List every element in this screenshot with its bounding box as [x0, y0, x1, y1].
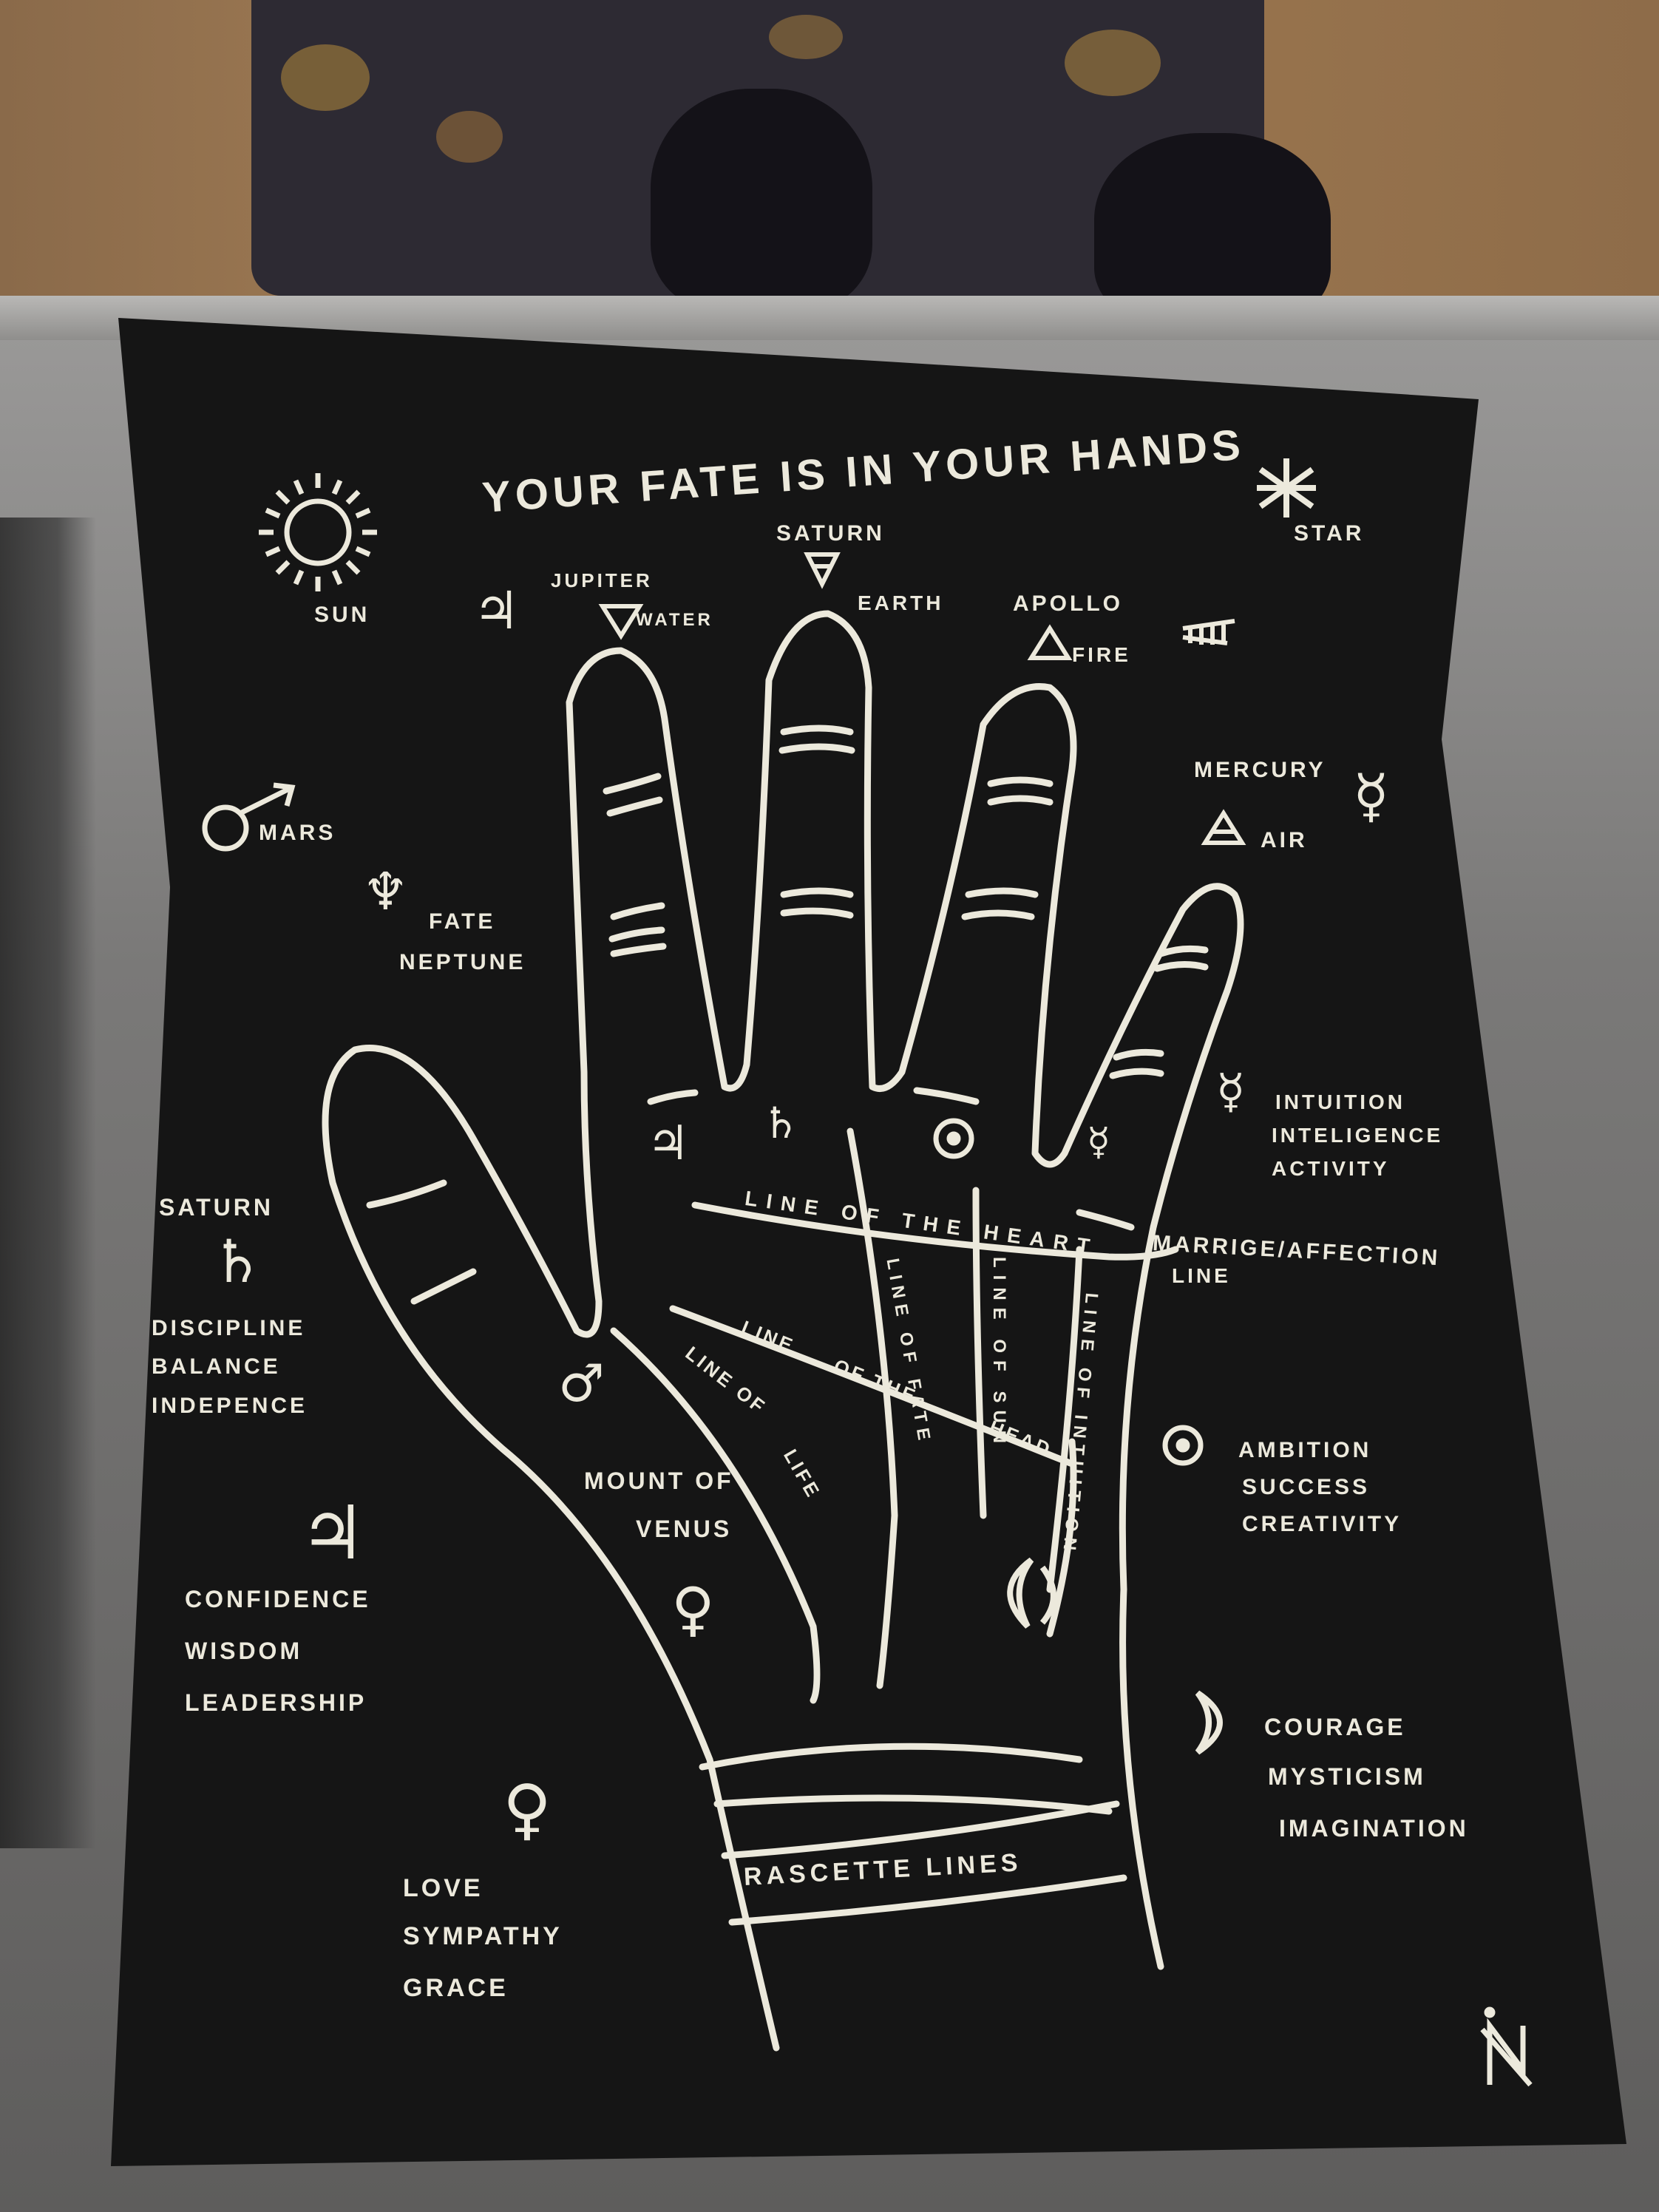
venus-meaning-1: Love — [403, 1874, 484, 1902]
venus-meaning-3: Grace — [403, 1974, 509, 2002]
artist-signature-icon — [1480, 2006, 1533, 2087]
jupiter-meaning-1: Confidence — [185, 1586, 371, 1612]
jupiter-icon: ♃ — [473, 580, 520, 641]
moon-icon — [1195, 1690, 1223, 1755]
saturn-meaning-3: Indepence — [152, 1394, 308, 1418]
fire-triangle-icon — [1027, 624, 1073, 660]
mercury-meaning-2: Inteligence — [1272, 1124, 1444, 1147]
venus-icon: ♀ — [503, 1771, 552, 1848]
jupiter-meaning-2: Wisdom — [185, 1638, 303, 1664]
sun-meaning-3: Creativity — [1242, 1512, 1402, 1536]
star-label: Star — [1294, 521, 1365, 546]
jupiter-label: Jupiter — [551, 569, 653, 591]
air-label: Air — [1261, 828, 1308, 852]
earth-triangle-icon — [804, 552, 841, 589]
sun-icon — [259, 473, 377, 591]
mars-icon: ♂ — [558, 1353, 605, 1414]
water-label: Water — [636, 610, 713, 630]
mercury-icon: ☿ — [1216, 1065, 1246, 1119]
rascette-line-top — [713, 1794, 1113, 1815]
dark-smudge — [0, 518, 96, 1848]
mars-icon — [202, 782, 296, 852]
finger-crease — [1109, 945, 1209, 1079]
saturn-title: Saturn — [159, 1194, 274, 1221]
finger-crease — [778, 725, 855, 919]
jupiter-meaning-3: Leadership — [185, 1689, 367, 1716]
thumb-crease — [366, 1179, 477, 1305]
jupiter-icon: ♃ — [299, 1490, 366, 1576]
saturn-meaning-2: Balance — [152, 1354, 281, 1379]
mount-venus-label-1: Mount of — [584, 1468, 734, 1494]
neptune-label: Neptune — [399, 950, 526, 974]
life-line — [610, 1327, 821, 1704]
intuition-line — [1046, 1246, 1083, 1593]
fire-label: Fire — [1072, 643, 1131, 666]
sun-dot-circle-icon — [933, 1118, 974, 1159]
left-slipper — [651, 89, 872, 311]
mercury-meaning-1: Intuition — [1275, 1090, 1405, 1113]
venus-meaning-2: Sympathy — [403, 1922, 563, 1950]
sun-label: Sun — [314, 603, 370, 627]
comb-glyph-icon — [1182, 619, 1235, 645]
sun-line — [972, 1187, 987, 1519]
mercury-line — [1046, 1438, 1077, 1638]
mount-venus-label-2: Venus — [636, 1516, 733, 1542]
heart-line — [691, 1201, 1179, 1261]
bracelet-line — [699, 1743, 1083, 1771]
saturn-icon: ♄ — [761, 1098, 800, 1148]
sun-dot-circle-icon — [1162, 1425, 1204, 1466]
moon-icon — [1007, 1557, 1056, 1629]
moon-meaning-3: Imagination — [1279, 1815, 1469, 1842]
finger-crease — [961, 776, 1054, 920]
apollo-label: Apollo — [1013, 591, 1123, 616]
rascette-line-2 — [728, 1874, 1127, 1926]
mercury-icon: ☿ — [1087, 1120, 1110, 1164]
mars-label: Mars — [259, 821, 336, 845]
sun-meaning-2: Success — [1242, 1475, 1371, 1499]
air-triangle-icon — [1201, 809, 1246, 845]
venus-icon: ♀ — [671, 1575, 715, 1643]
mercury-meaning-3: Activity — [1272, 1157, 1390, 1180]
hand-outline — [322, 610, 1244, 2052]
marriage-line-label-2: Line — [1172, 1264, 1231, 1287]
mercury-label: Mercury — [1194, 758, 1326, 782]
finger-crease — [603, 773, 667, 957]
head-line — [669, 1305, 1076, 1468]
rascette-line-1 — [721, 1800, 1120, 1859]
star-icon — [1257, 458, 1316, 518]
saturn-icon: ♄ — [211, 1227, 264, 1296]
sun-meaning-1: Ambition — [1238, 1438, 1372, 1462]
right-slipper — [1094, 133, 1331, 325]
saturn-top-label: Saturn — [776, 521, 885, 546]
sun-line-label: Line of Sun — [989, 1257, 1009, 1451]
saturn-meaning-1: Discipline — [152, 1316, 306, 1340]
fate-label: Fate — [429, 909, 496, 934]
earth-label: Earth — [858, 591, 944, 614]
water-triangle-icon — [598, 604, 644, 640]
moon-meaning-2: Mysticism — [1268, 1763, 1426, 1790]
neptune-icon: ♆ — [362, 861, 409, 922]
jupiter-icon: ♃ — [647, 1116, 690, 1171]
moon-meaning-1: Courage — [1264, 1714, 1406, 1740]
palm-crease — [647, 1087, 1135, 1231]
fate-line — [847, 1127, 898, 1689]
mercury-icon: ☿ — [1353, 761, 1390, 830]
